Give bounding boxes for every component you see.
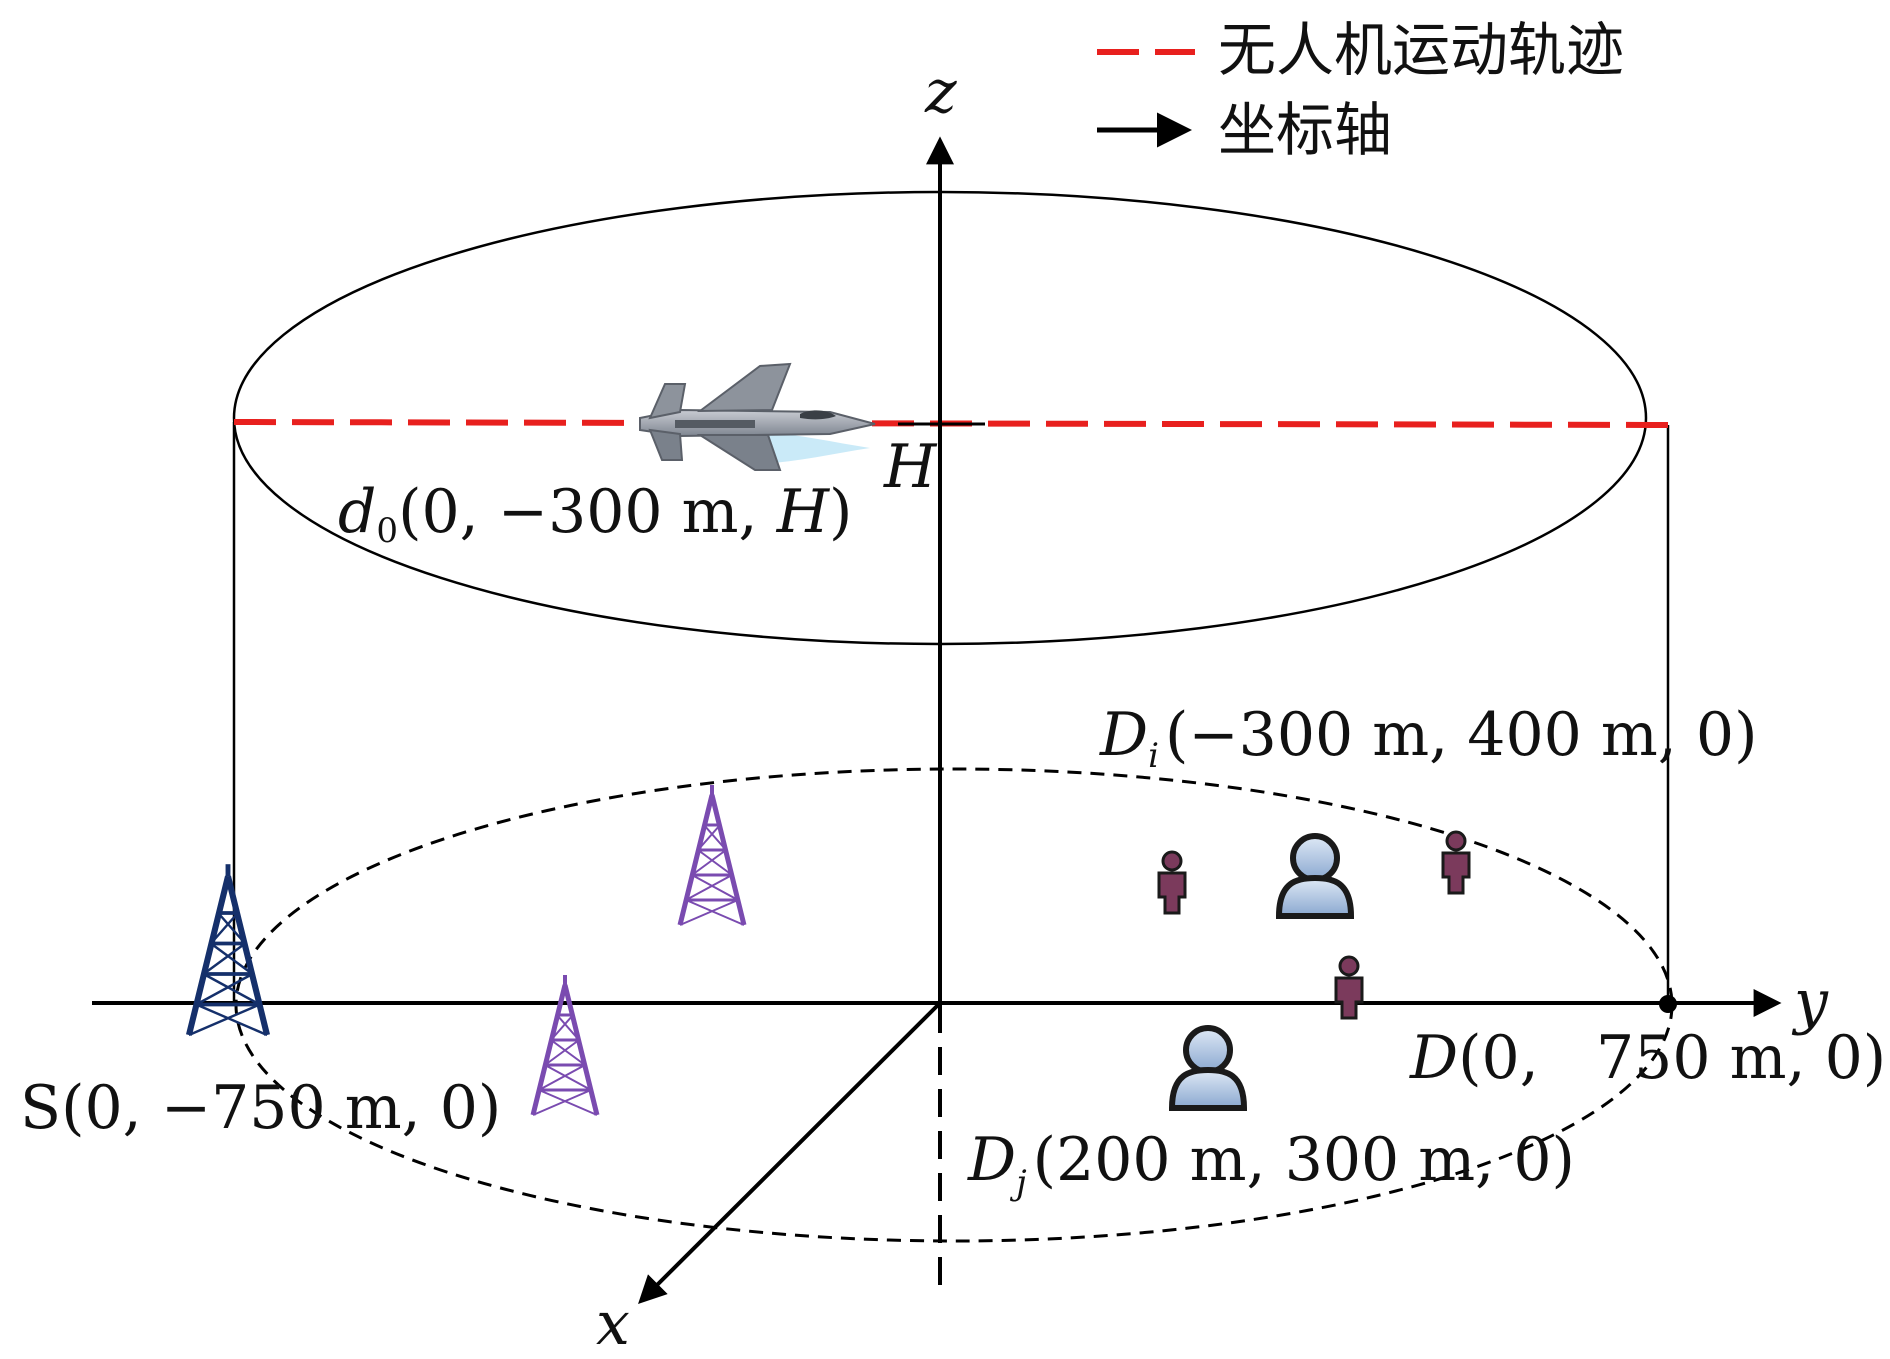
point-di-label: Di(−300 m, 400 m, 0) [1099, 700, 1758, 776]
legend-trajectory-label: 无人机运动轨迹 [1218, 16, 1624, 84]
purple-tower-icon [533, 975, 597, 1115]
y-axis-label: y [1791, 967, 1829, 1037]
person-icon [1157, 850, 1187, 915]
z-axis-label: z [924, 57, 957, 127]
user-avatar-icon [1279, 836, 1351, 916]
x-axis [638, 1001, 942, 1304]
point-d-label: D(0, 750 m, 0) [1409, 1023, 1886, 1093]
point-dj-label: Dj(200 m, 300 m, 0) [967, 1125, 1575, 1203]
point-d0-label: d0(0, −300 m, H) [338, 477, 852, 551]
person-icon [1441, 830, 1471, 895]
fighter-jet-icon [639, 362, 876, 471]
user-avatar-icon [1172, 1028, 1244, 1108]
purple-tower-icon [680, 785, 744, 925]
h-label: H [883, 432, 938, 502]
point-s-label: S(0, −750 m, 0) [20, 1073, 501, 1143]
legend-axis-label: 坐标轴 [1218, 96, 1392, 164]
legend: 无人机运动轨迹 坐标轴 [1097, 16, 1624, 164]
point-d-marker [1659, 995, 1677, 1013]
x-axis-label: x [596, 1289, 630, 1354]
person-icon [1334, 955, 1364, 1020]
navy-tower-icon [189, 864, 267, 1035]
